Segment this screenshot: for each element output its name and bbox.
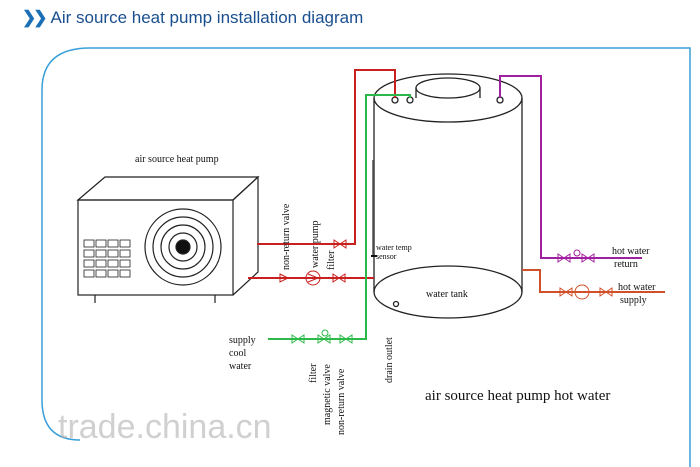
- hot-water-supply-label: hot water: [618, 282, 656, 293]
- water-tank: [373, 73, 523, 319]
- supply-cool-water-label: water: [229, 361, 252, 372]
- double-chevron-icon: ❯❯: [22, 8, 47, 27]
- hot-water-supply-label: supply: [620, 295, 647, 306]
- hot-water-supply-pipe: [522, 269, 665, 293]
- water-temp-sensor-label: water temp: [376, 243, 412, 252]
- non-return-valve-label-2: non-return valve: [336, 368, 347, 435]
- supply-cool-water-label: supply: [229, 335, 256, 346]
- red-line-valves: [279, 239, 347, 286]
- non-return-valve-icon: [279, 273, 290, 283]
- supply-cool-water-label: cool: [229, 348, 246, 359]
- non-return-valve-label: non-return valve: [281, 203, 292, 270]
- heat-pump-unit: [76, 175, 260, 303]
- heat-pump-label: air source heat pump: [135, 154, 219, 165]
- page-title: ❯❯Air source heat pump installation diag…: [22, 8, 364, 27]
- drain-outlet-label: drain outlet: [384, 337, 395, 383]
- hot-water-return-pipe: [499, 75, 642, 259]
- water-temp-sensor-label-2: sensor: [376, 252, 397, 261]
- cool-water-pipe: [268, 94, 411, 340]
- magnetic-valve-label: magnetic valve: [322, 364, 333, 425]
- fan-grille-icon: [144, 208, 222, 286]
- hot-water-return-label: hot water: [612, 246, 650, 257]
- hot-pipe: [248, 69, 396, 279]
- hot-water-return-label: return: [614, 259, 638, 270]
- cool-water-valves: [291, 329, 353, 344]
- filter-label-2: filter: [308, 363, 319, 383]
- frame-border: [41, 47, 691, 467]
- water-pump-label: water pump: [310, 221, 321, 269]
- filter-label: filter: [326, 250, 337, 270]
- water-pump-icon: [305, 270, 321, 286]
- water-tank-label: water tank: [426, 289, 468, 300]
- diagram-caption: air source heat pump hot water: [425, 388, 610, 404]
- filter-icon: [332, 273, 346, 283]
- watermark: trade.china.cn: [58, 408, 272, 446]
- pump-icon: [574, 284, 590, 300]
